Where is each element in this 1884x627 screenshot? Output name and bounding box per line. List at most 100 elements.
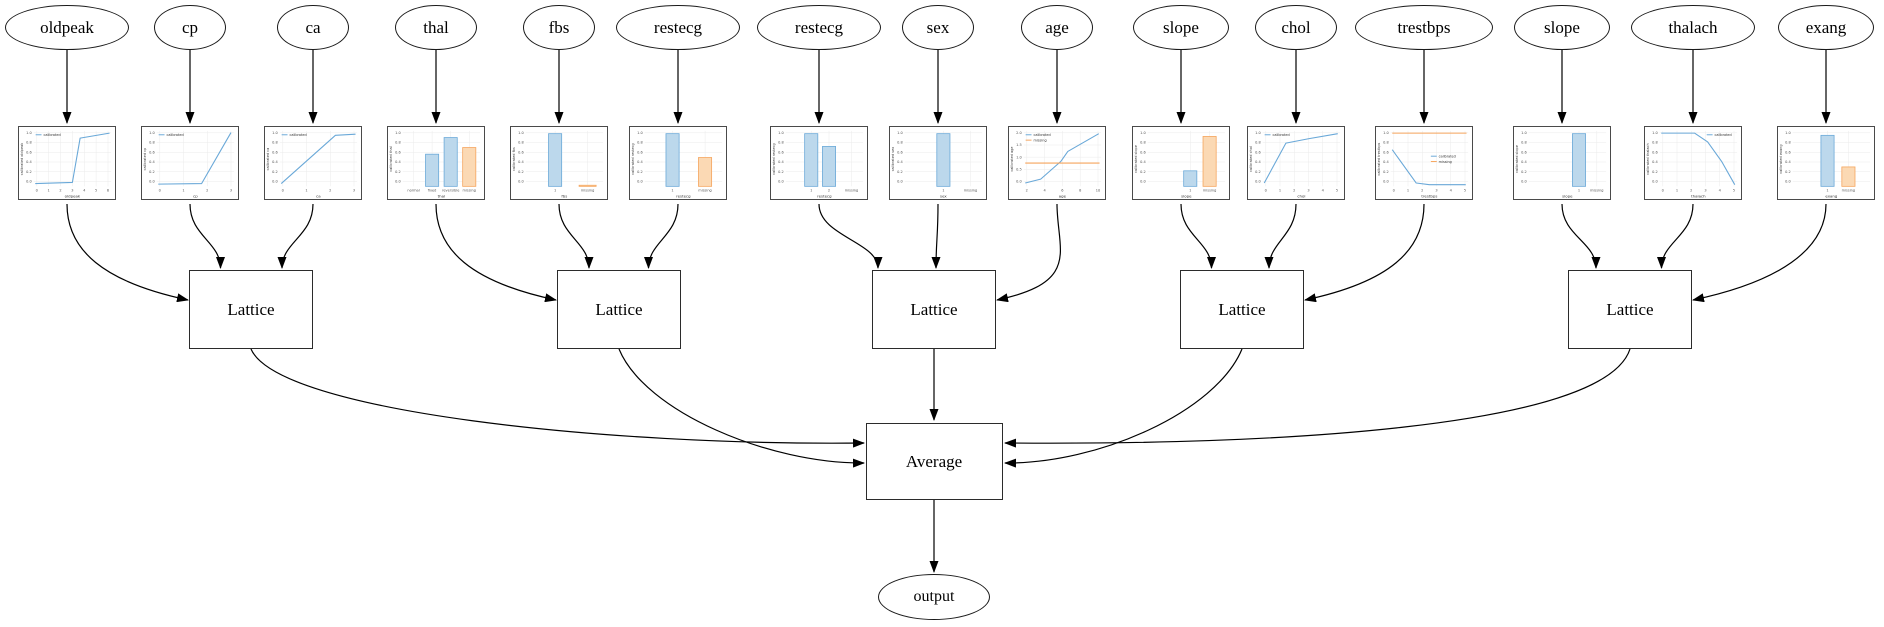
- edge-arrow: [1004, 348, 1631, 448]
- bar: [462, 147, 477, 187]
- svg-text:calibrated: calibrated: [43, 133, 60, 137]
- svg-text:4: 4: [1719, 189, 1722, 193]
- line-series: [1025, 133, 1100, 184]
- svg-text:0.2: 0.2: [395, 170, 401, 174]
- chart-legend: calibrated: [158, 133, 184, 137]
- svg-text:0: 0: [159, 189, 161, 193]
- svg-text:0: 0: [1662, 189, 1664, 193]
- svg-text:0.2: 0.2: [26, 170, 32, 174]
- feature-label: sex: [926, 17, 950, 37]
- svg-text:fixed: fixed: [428, 189, 437, 193]
- svg-text:missing: missing: [1439, 160, 1452, 164]
- svg-text:2: 2: [329, 189, 331, 193]
- chart-ylabel: calibrated ca: [266, 148, 270, 171]
- svg-text:missing: missing: [1842, 189, 1855, 193]
- svg-text:0.8: 0.8: [272, 141, 278, 145]
- chart-ylabel: calibrated restecg: [772, 143, 776, 175]
- feature-node: slope: [1133, 5, 1229, 50]
- svg-text:0.0: 0.0: [1140, 180, 1146, 184]
- svg-text:1.0: 1.0: [149, 131, 155, 135]
- svg-text:1.0: 1.0: [1383, 131, 1389, 135]
- svg-text:missing: missing: [1033, 138, 1046, 142]
- chart-legend: calibrated: [35, 133, 61, 137]
- svg-text:3: 3: [1435, 189, 1437, 193]
- feature-label: chol: [1281, 17, 1311, 37]
- svg-text:0.0: 0.0: [1383, 180, 1389, 184]
- chart-xlabel: trestbps: [1421, 194, 1437, 199]
- bar: [804, 133, 819, 187]
- svg-text:1.0: 1.0: [1255, 131, 1261, 135]
- feature-label: restecg: [653, 17, 703, 37]
- svg-text:0.0: 0.0: [1255, 180, 1261, 184]
- svg-text:0.2: 0.2: [897, 170, 903, 174]
- edge-arrow: [996, 203, 1062, 303]
- edge-arrow: [618, 348, 865, 468]
- edge-arrow: [931, 203, 941, 269]
- svg-text:2: 2: [1690, 189, 1692, 193]
- svg-text:0.4: 0.4: [149, 160, 155, 164]
- svg-text:0.0: 0.0: [1521, 180, 1527, 184]
- svg-text:1.0: 1.0: [395, 131, 401, 135]
- svg-text:0.6: 0.6: [1255, 150, 1261, 154]
- lattice-label: Lattice: [227, 299, 275, 319]
- lattice-box: Lattice: [1180, 270, 1304, 349]
- svg-text:0.0: 0.0: [272, 180, 278, 184]
- edge-arrow: [1180, 203, 1216, 269]
- lattice-label: Lattice: [1606, 299, 1654, 319]
- svg-text:1: 1: [942, 189, 944, 193]
- svg-text:0.8: 0.8: [26, 141, 32, 145]
- feature-label: thalach: [1668, 17, 1718, 37]
- svg-text:10: 10: [1096, 189, 1100, 193]
- svg-text:0.0: 0.0: [778, 180, 784, 184]
- svg-text:1: 1: [671, 189, 673, 193]
- svg-text:0.4: 0.4: [272, 160, 278, 164]
- chart-xlabel: restecg: [817, 194, 832, 199]
- edge-arrow: [1561, 203, 1601, 269]
- svg-text:1: 1: [1279, 189, 1281, 193]
- chart-xlabel: ca: [316, 194, 321, 199]
- svg-text:calibrated: calibrated: [1272, 133, 1289, 137]
- bar: [1183, 170, 1198, 187]
- feature-node: thalach: [1631, 5, 1755, 50]
- svg-text:3: 3: [353, 189, 355, 193]
- svg-text:1.0: 1.0: [897, 131, 903, 135]
- svg-text:2: 2: [1421, 189, 1423, 193]
- svg-text:0.2: 0.2: [518, 170, 524, 174]
- feature-node: restecg: [616, 5, 740, 50]
- svg-text:missing: missing: [845, 189, 858, 193]
- feature-label: restecg: [794, 17, 844, 37]
- lattice-label: Lattice: [595, 299, 643, 319]
- output-node: output: [878, 574, 990, 620]
- svg-text:1.0: 1.0: [1785, 131, 1791, 135]
- svg-text:missing: missing: [698, 189, 711, 193]
- svg-text:1: 1: [554, 189, 556, 193]
- svg-text:calibrated: calibrated: [1033, 133, 1050, 137]
- chart-xlabel: cp: [193, 194, 198, 199]
- svg-text:3: 3: [71, 189, 73, 193]
- svg-text:0.8: 0.8: [637, 141, 643, 145]
- feature-node: slope: [1514, 5, 1610, 50]
- chart-xlabel: age: [1059, 194, 1067, 199]
- svg-text:5: 5: [95, 189, 97, 193]
- svg-text:3: 3: [230, 189, 232, 193]
- svg-text:0.2: 0.2: [272, 170, 278, 174]
- chart-legend: calibrated: [1264, 133, 1290, 137]
- svg-text:0.8: 0.8: [395, 141, 401, 145]
- edge-arrow: [277, 203, 314, 269]
- line-series: [1391, 149, 1466, 186]
- svg-text:0.4: 0.4: [637, 160, 643, 164]
- feature-node: oldpeak: [5, 5, 129, 50]
